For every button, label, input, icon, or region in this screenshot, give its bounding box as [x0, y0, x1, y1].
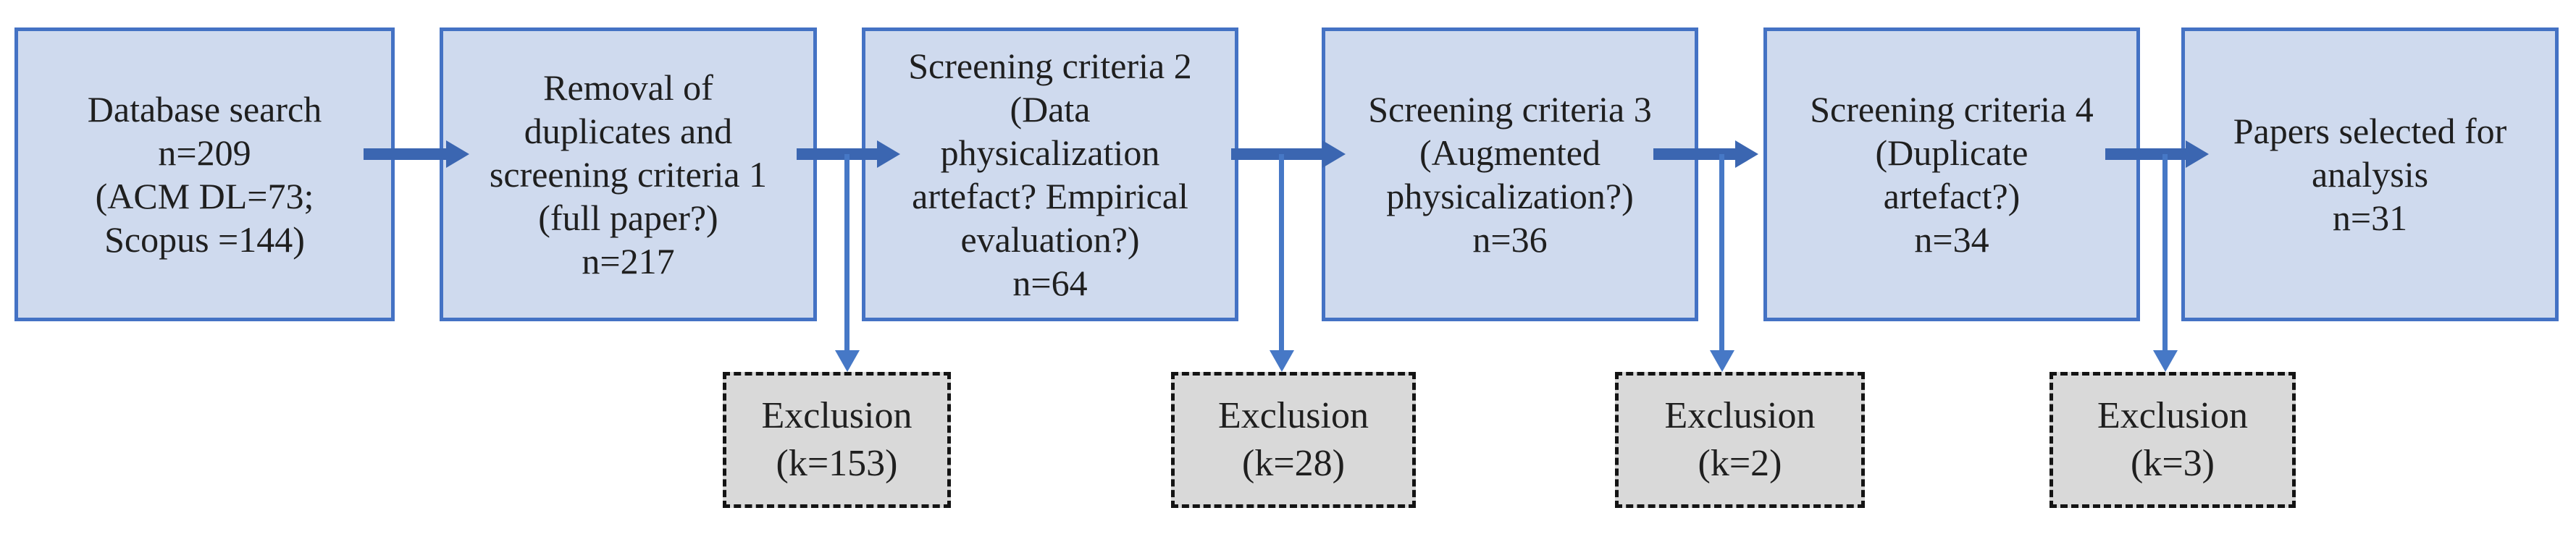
exclusion-arrow-1-shaft — [844, 154, 849, 352]
flow-arrow-5-6 — [2105, 140, 2209, 168]
flow-arrow-1-2-head-icon — [446, 140, 469, 168]
stage-box-criteria-4: Screening criteria 4 (Duplicate artefact… — [1763, 27, 2140, 321]
stage-box-database-search-label: Database search n=209 (ACM DL=73; Scopus… — [87, 89, 322, 260]
exclusion-box-3: Exclusion (k=2) — [1615, 372, 1865, 508]
stage-box-criteria-2-label: Screening criteria 2 (Data physicalizati… — [908, 46, 1192, 303]
flow-arrow-3-4-head-icon — [1322, 140, 1346, 168]
flow-arrow-1-2 — [364, 140, 469, 168]
exclusion-box-1: Exclusion (k=153) — [723, 372, 951, 508]
exclusion-arrow-3 — [1710, 154, 1734, 372]
stage-box-papers-selected-label: Papers selected for analysis n=31 — [2233, 111, 2507, 238]
exclusion-box-2-label: Exclusion (k=28) — [1218, 395, 1369, 484]
exclusion-arrow-3-shaft — [1719, 154, 1724, 352]
exclusion-box-4-label: Exclusion (k=3) — [2097, 395, 2248, 484]
flow-arrow-4-5 — [1653, 140, 1758, 168]
flow-arrow-1-2-shaft — [364, 148, 450, 160]
exclusion-arrow-1 — [835, 154, 860, 372]
flow-arrow-2-3 — [797, 140, 900, 168]
flow-arrow-2-3-shaft — [797, 148, 881, 160]
stage-box-database-search: Database search n=209 (ACM DL=73; Scopus… — [14, 27, 395, 321]
exclusion-box-1-label: Exclusion (k=153) — [761, 395, 912, 484]
exclusion-arrow-1-head-icon — [835, 350, 860, 372]
stage-box-criteria-2: Screening criteria 2 (Data physicalizati… — [862, 27, 1238, 321]
exclusion-arrow-2-head-icon — [1270, 350, 1294, 372]
stage-box-papers-selected: Papers selected for analysis n=31 — [2181, 27, 2559, 321]
exclusion-arrow-3-head-icon — [1710, 350, 1734, 372]
exclusion-box-2: Exclusion (k=28) — [1171, 372, 1416, 508]
stage-box-duplicates-criteria-1: Removal of duplicates and screening crit… — [440, 27, 817, 321]
stage-box-duplicates-criteria-1-label: Removal of duplicates and screening crit… — [489, 67, 768, 281]
exclusion-arrow-4-shaft — [2162, 154, 2168, 352]
exclusion-arrow-2-shaft — [1279, 154, 1284, 352]
stage-box-criteria-3: Screening criteria 3 (Augmented physical… — [1322, 27, 1698, 321]
flow-arrow-5-6-shaft — [2105, 148, 2190, 160]
exclusion-arrow-4-head-icon — [2153, 350, 2178, 372]
flow-arrow-4-5-head-icon — [1735, 140, 1758, 168]
stage-box-criteria-4-label: Screening criteria 4 (Duplicate artefact… — [1810, 89, 2094, 260]
flow-arrow-2-3-head-icon — [877, 140, 900, 168]
exclusion-box-3-label: Exclusion (k=2) — [1664, 395, 1816, 484]
stage-box-criteria-3-label: Screening criteria 3 (Augmented physical… — [1368, 89, 1652, 260]
flow-arrow-5-6-head-icon — [2186, 140, 2209, 168]
exclusion-box-4: Exclusion (k=3) — [2050, 372, 2296, 508]
flow-arrow-4-5-shaft — [1653, 148, 1740, 160]
exclusion-arrow-2 — [1270, 154, 1294, 372]
exclusion-arrow-4 — [2153, 154, 2178, 372]
